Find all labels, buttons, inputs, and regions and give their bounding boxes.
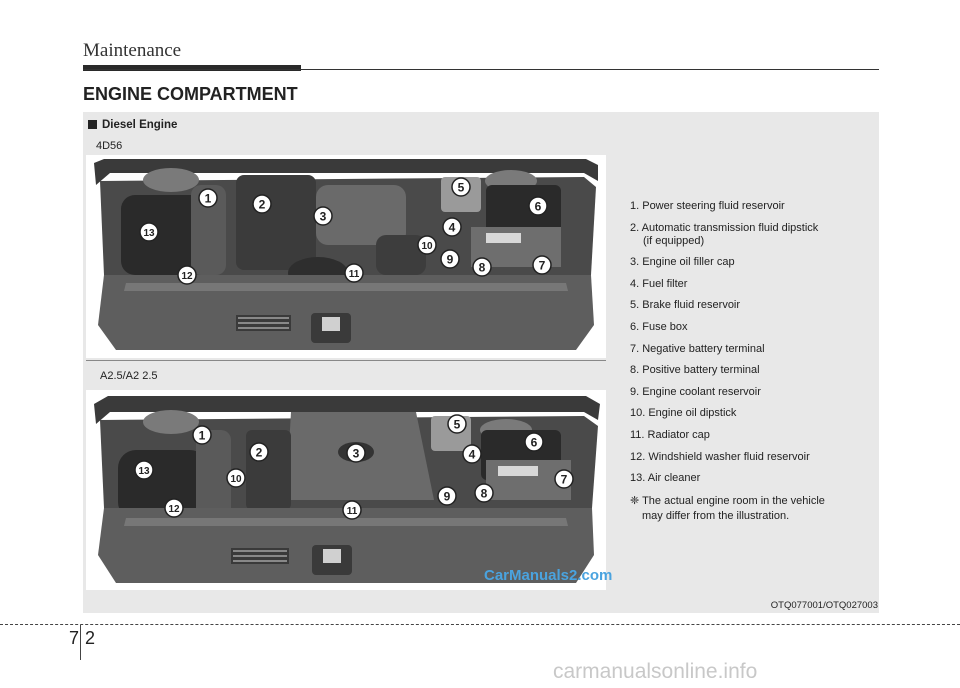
callout-label: 9 [447, 253, 454, 267]
footer-watermark: carmanualsonline.info [553, 660, 758, 683]
model-label-top: 4D56 [96, 140, 123, 152]
legend-item: 13. Air cleaner [630, 472, 701, 485]
engine-label-text: Diesel Engine [102, 119, 178, 131]
illustration-note: ❈ The actual engine room in the vehicle … [630, 494, 825, 522]
legend-item: 8. Positive battery terminal [630, 364, 760, 377]
engine-illustration-bottom: 1 2 3 4 5 6 7 8 9 10 11 12 13 [86, 390, 606, 590]
legend-item: 2. Automatic transmission fluid dipstick… [630, 221, 819, 247]
legend-item: 12. Windshield washer fluid reservoir [630, 450, 810, 463]
callout-label: 5 [458, 181, 465, 195]
callout-label: 2 [256, 446, 263, 460]
callout-label: 4 [449, 221, 456, 235]
callout-label: 11 [349, 269, 360, 280]
note-symbol-icon: ❈ [630, 494, 640, 507]
page-number-divider [80, 625, 81, 660]
illustration-code: OTQ077001/OTQ027003 [770, 600, 878, 611]
legend-item: 5. Brake fluid reservoir [630, 299, 741, 312]
component-legend: 1. Power steering fluid reservoir 2. Aut… [630, 200, 870, 524]
callout-label: 7 [561, 473, 568, 487]
site-watermark: CarManuals2.com [484, 567, 613, 584]
legend-item: 9. Engine coolant reservoir [630, 385, 761, 398]
page-number: 2 [85, 628, 96, 648]
header-rule [83, 69, 879, 70]
callout-label: 7 [539, 259, 546, 273]
callout-label: 10 [230, 474, 242, 485]
page-chapter: 7 [69, 628, 80, 648]
legend-item: 1. Power steering fluid reservoir [630, 200, 785, 212]
callout-label: 4 [469, 448, 476, 462]
callout-label: 5 [454, 418, 461, 432]
header-title: Maintenance [83, 40, 182, 61]
callout-label: 12 [181, 271, 193, 282]
legend-item: 6. Fuse box [630, 320, 688, 333]
callout-label: 11 [347, 506, 358, 517]
illustration-divider [86, 360, 606, 361]
callout-group-top: 1 2 3 4 5 6 7 8 9 10 11 12 13 [139, 177, 552, 285]
square-bullet-icon [88, 120, 97, 129]
callout-label: 13 [138, 466, 150, 477]
callout-label: 1 [199, 429, 206, 443]
callout-label: 8 [479, 261, 486, 275]
callout-label: 6 [535, 200, 542, 214]
callout-label: 2 [259, 198, 266, 212]
callout-label: 8 [481, 487, 488, 501]
engine-label: Diesel Engine [88, 119, 177, 131]
model-label-bottom: A2.5/A2 2.5 [100, 370, 158, 382]
callout-label: 3 [320, 210, 327, 224]
callout-label: 13 [143, 228, 155, 239]
callout-label: 3 [353, 447, 360, 461]
legend-item: 4. Fuel filter [630, 277, 688, 290]
footer-dashed-rule [0, 624, 960, 625]
legend-item: 11. Radiator cap [630, 428, 710, 441]
header-bar [83, 65, 301, 71]
legend-item: 10. Engine oil dipstick [630, 407, 737, 420]
callout-group-bottom: 1 2 3 4 5 6 7 8 9 10 11 12 13 [134, 414, 574, 520]
engine-illustration-top: 1 2 3 4 5 6 7 8 9 10 11 12 13 [86, 155, 606, 358]
callout-label: 1 [205, 192, 212, 206]
callout-label: 6 [531, 436, 538, 450]
callout-label: 10 [421, 241, 433, 252]
callout-label: 9 [444, 490, 451, 504]
section-title: ENGINE COMPARTMENT [83, 84, 298, 104]
callout-label: 12 [168, 504, 180, 515]
legend-item: 7. Negative battery terminal [630, 342, 765, 355]
legend-item: 3. Engine oil filler cap [630, 256, 735, 269]
